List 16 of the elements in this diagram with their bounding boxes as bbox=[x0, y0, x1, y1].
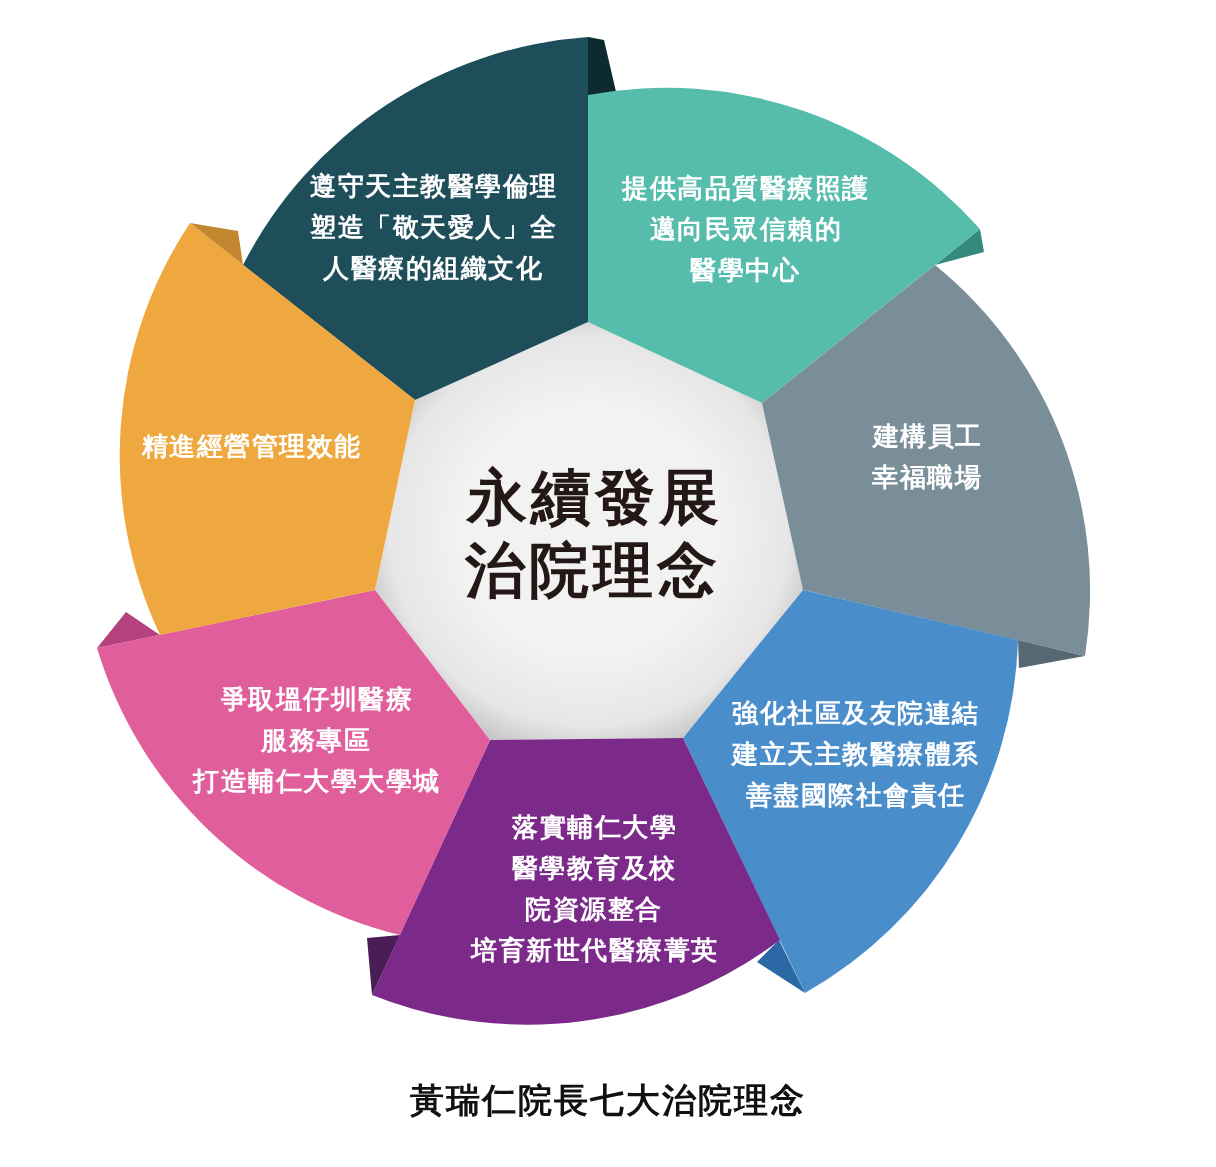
segment-text: 提供高品質醫療照護 bbox=[620, 172, 871, 205]
caption: 黃瑞仁院長七大治院理念 bbox=[410, 1080, 806, 1120]
segment-text: 遵守天主教醫學倫理 bbox=[309, 170, 559, 203]
segment-text: 培育新世代醫療菁英 bbox=[469, 934, 720, 967]
segment-text: 落實輔仁大學醫學教育及校院資源整合 bbox=[510, 811, 679, 926]
segment-text: 精進經營管理效能 bbox=[140, 430, 363, 463]
segment-text: 建構員工幸福職場 bbox=[871, 420, 984, 494]
segment-text: 建立天主教醫療體系 bbox=[730, 738, 981, 771]
segment-text: 打造輔仁大學大學城 bbox=[191, 765, 442, 798]
segment-text: 邁向民眾信賴的醫學中心 bbox=[648, 213, 843, 287]
segment-text: 強化社區及友院連結 bbox=[731, 697, 981, 730]
segment-text: 塑造「敬天愛人」全人醫療的組織文化 bbox=[309, 211, 559, 285]
center-heading: 永續發展治院理念 bbox=[464, 461, 724, 607]
segment-text: 爭取塭仔圳醫療服務專區 bbox=[219, 683, 414, 757]
wheel-segment bbox=[588, 87, 984, 403]
segment-text: 善盡國際社會責任 bbox=[744, 779, 967, 812]
